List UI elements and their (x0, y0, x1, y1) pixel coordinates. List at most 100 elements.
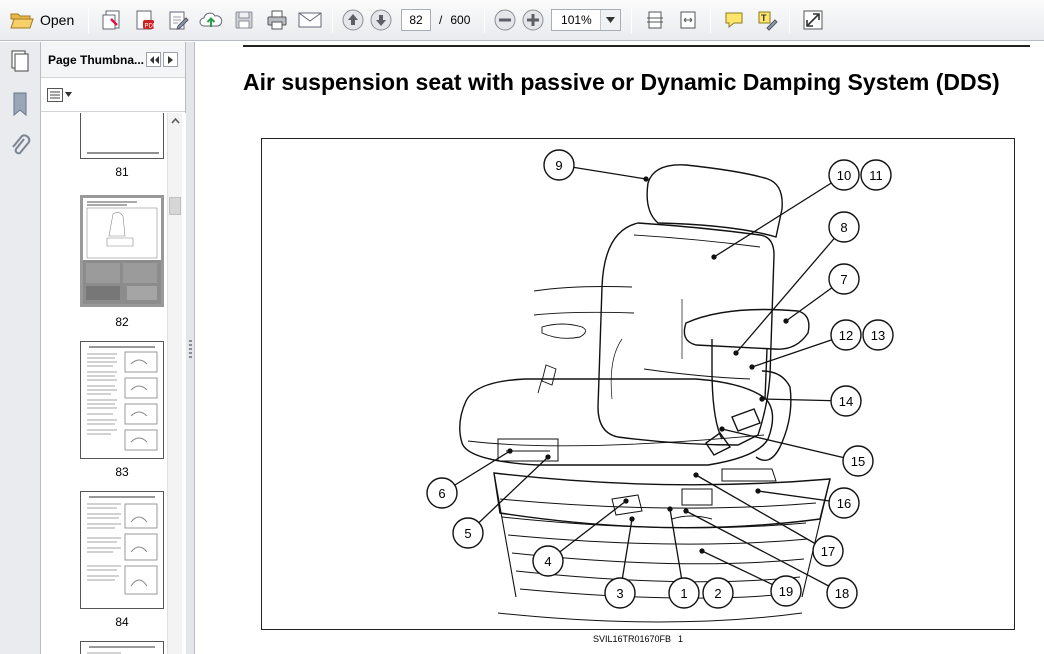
main-toolbar: Open PDF (0, 0, 1044, 41)
callout-circle (668, 577, 700, 609)
callout-pointer (733, 350, 739, 356)
callout-pointer (629, 516, 635, 522)
page-heading: Air suspension seat with passive or Dyna… (243, 69, 1000, 95)
upload-cloud-button[interactable] (195, 5, 226, 35)
callout-label: 12 (839, 328, 853, 343)
chevron-right-icon (167, 55, 173, 64)
callout-label: 5 (464, 526, 471, 541)
highlight-button[interactable]: T (751, 5, 782, 35)
page-thumbnail[interactable] (80, 341, 164, 459)
callout-circle (604, 577, 636, 609)
toolbar-separator (710, 7, 712, 33)
scroll-up-icon[interactable] (169, 115, 182, 127)
highlight-icon: T (758, 11, 778, 31)
callout-pointer (755, 488, 761, 494)
thumbnails-list: 81 82 (41, 113, 186, 654)
attachments-tab[interactable] (0, 128, 40, 164)
page-thumbnail[interactable] (80, 491, 164, 609)
callout-pointer (693, 472, 699, 478)
full-screen-button[interactable] (797, 5, 828, 35)
callout-leader (547, 500, 627, 562)
callout-pointer (749, 364, 755, 370)
callout-label: 16 (837, 496, 851, 511)
callout-leader (685, 510, 843, 594)
callout-label: 17 (821, 544, 835, 559)
zoom-dropdown-button[interactable] (600, 10, 621, 30)
callout-circle (826, 577, 858, 609)
page-thumbnails-icon (11, 50, 29, 72)
callout-pointer (719, 426, 725, 432)
document-view[interactable]: Air suspension seat with passive or Dyna… (196, 42, 1044, 654)
figure-number: 1 (678, 634, 684, 644)
page-thumbnail-preview (87, 152, 159, 154)
fit-page-button[interactable] (639, 5, 670, 35)
full-screen-icon (803, 10, 823, 30)
open-button[interactable]: Open (5, 5, 81, 35)
toolbar-separator (789, 7, 791, 33)
callout-label: 15 (851, 454, 865, 469)
page-thumbnail[interactable] (80, 641, 164, 654)
callout-label: 7 (840, 272, 847, 287)
chevron-down-icon (65, 92, 72, 97)
callout-circle (862, 319, 894, 351)
callout-circle (770, 575, 802, 607)
page-thumbnail-selected[interactable] (80, 195, 164, 307)
callout-circle (828, 263, 860, 295)
callout-pointer (623, 498, 629, 504)
callout-leader (713, 174, 845, 258)
page-total: 600 (450, 13, 471, 27)
print-button[interactable] (261, 5, 292, 35)
scrollbar-thumb[interactable] (169, 197, 181, 215)
bookmarks-tab[interactable] (0, 86, 40, 122)
thumbnails-scrollbar[interactable] (167, 113, 182, 654)
attachments-icon (12, 134, 31, 155)
callout-label: 8 (840, 220, 847, 235)
callout-circle (860, 159, 892, 191)
edit-pdf-button[interactable] (162, 5, 193, 35)
callout-label: 13 (871, 328, 885, 343)
zoom-in-button[interactable] (520, 5, 546, 35)
callout-pointer (545, 454, 551, 460)
callout-label: 14 (839, 394, 853, 409)
callout-label: 10 (837, 168, 851, 183)
page-thumbnails-tab[interactable] (0, 42, 40, 78)
zoom-select[interactable]: 101% (551, 9, 622, 31)
callout-circle (830, 385, 862, 417)
comment-button[interactable] (718, 5, 749, 35)
toolbar-separator (484, 7, 486, 33)
page-thumbnail-label: 83 (115, 465, 129, 479)
callout-leader (721, 428, 859, 462)
splitter-grip-icon (189, 340, 192, 358)
previous-page-button[interactable] (340, 5, 366, 35)
callout-label: 19 (779, 584, 793, 599)
email-icon (298, 12, 321, 28)
callout-pointer (643, 176, 649, 182)
double-chevron-left-icon (149, 55, 159, 64)
email-button[interactable] (294, 5, 325, 35)
create-pdf-button[interactable] (96, 5, 127, 35)
next-page-button[interactable] (368, 5, 394, 35)
zoom-out-button[interactable] (492, 5, 518, 35)
callout-label: 6 (438, 486, 445, 501)
page-down-icon (370, 9, 392, 31)
save-button[interactable] (228, 5, 259, 35)
export-pdf-button[interactable]: PDF (129, 5, 160, 35)
callout-circle (828, 487, 860, 519)
callout-leader (751, 334, 847, 368)
page-number-input[interactable] (401, 9, 431, 31)
collapse-panel-button[interactable] (146, 52, 161, 67)
callout-pointer (667, 506, 673, 512)
thumbnails-title: Page Thumbna... (48, 52, 144, 67)
panel-splitter[interactable] (186, 42, 195, 654)
page-up-icon (342, 9, 364, 31)
open-button-label: Open (40, 12, 75, 28)
page-thumbnail[interactable] (80, 113, 164, 159)
bookmarks-icon (13, 92, 27, 117)
thumbnail-options-button[interactable] (47, 87, 72, 102)
page-thumbnail-preview (87, 496, 158, 595)
panel-menu-button[interactable] (163, 52, 178, 67)
fit-width-button[interactable] (672, 5, 703, 35)
page-thumbnail-preview (87, 646, 155, 654)
thumbnails-header: Page Thumbna... (41, 42, 185, 78)
